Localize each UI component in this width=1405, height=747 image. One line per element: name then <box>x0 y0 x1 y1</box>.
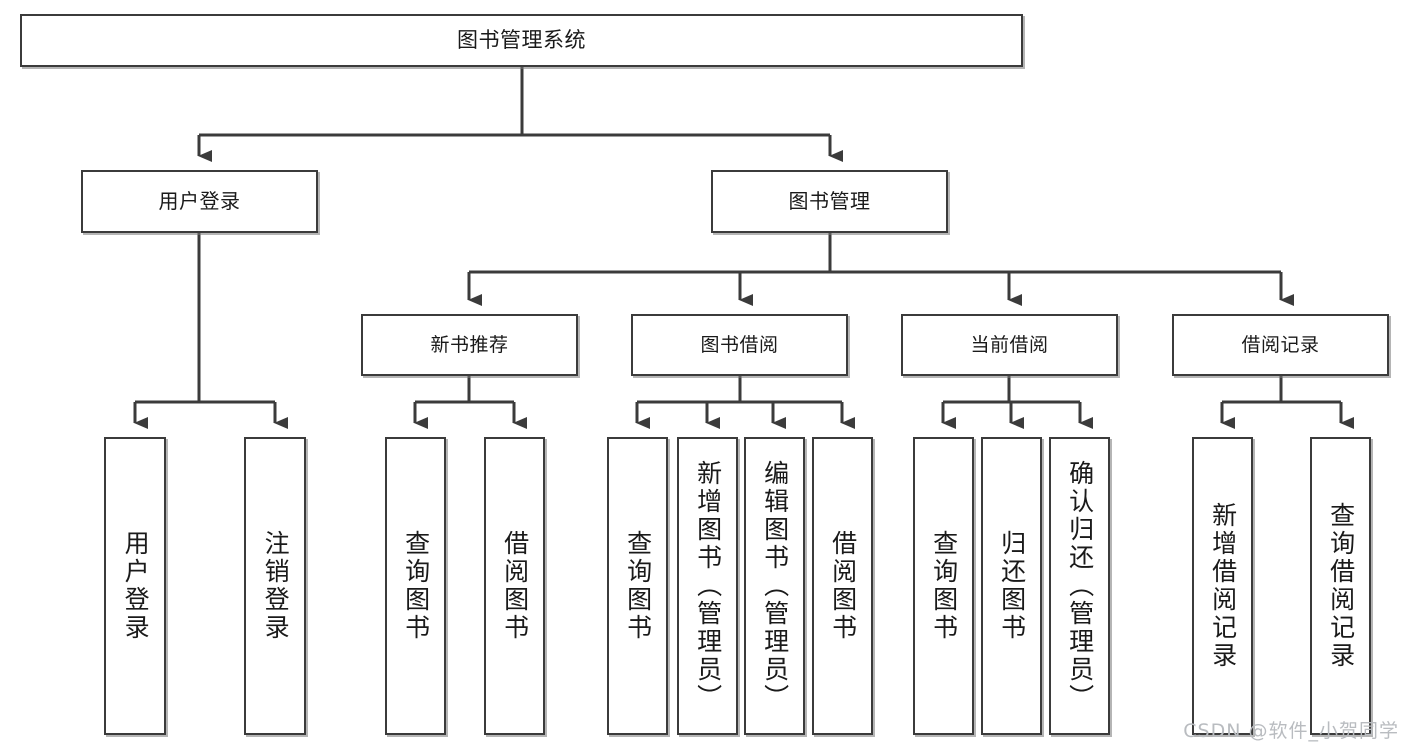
node-label: 查询借阅记录 <box>1326 502 1356 670</box>
node-label: 编辑图书（管理员） <box>760 460 790 712</box>
node-label: 用户登录 <box>121 530 151 642</box>
leaf-borrow-book[interactable]: 借阅图书 <box>812 437 873 735</box>
node-label: 借阅记录 <box>1241 333 1320 356</box>
node-root-system[interactable]: 图书管理系统 <box>20 14 1023 67</box>
node-label: 注销登录 <box>261 530 291 642</box>
node-book-borrowing[interactable]: 图书借阅 <box>631 314 848 376</box>
node-label: 查询图书 <box>623 530 653 642</box>
node-label: 当前借阅 <box>970 333 1049 356</box>
leaf-search-borrow-record[interactable]: 查询借阅记录 <box>1310 437 1371 735</box>
leaf-borrow-book-new[interactable]: 借阅图书 <box>484 437 545 735</box>
node-label: 新增图书（管理员） <box>693 460 723 712</box>
leaf-search-book-new[interactable]: 查询图书 <box>385 437 446 735</box>
node-label: 图书管理系统 <box>457 28 586 53</box>
leaf-return-book[interactable]: 归还图书 <box>981 437 1042 735</box>
csdn-watermark: CSDN @软件_小贺同学 <box>1183 720 1399 742</box>
leaf-search-book-borrow[interactable]: 查询图书 <box>607 437 668 735</box>
node-label: 归还图书 <box>997 530 1027 642</box>
node-book-management[interactable]: 图书管理 <box>711 170 948 233</box>
node-label: 确认归还（管理员） <box>1065 460 1095 712</box>
node-label: 新书推荐 <box>430 333 509 356</box>
node-label: 新增借阅记录 <box>1208 502 1238 670</box>
node-current-borrowing[interactable]: 当前借阅 <box>901 314 1118 376</box>
node-new-book-recommendation[interactable]: 新书推荐 <box>361 314 578 376</box>
leaf-logout[interactable]: 注销登录 <box>244 437 306 735</box>
node-label: 借阅图书 <box>500 530 530 642</box>
node-borrow-records[interactable]: 借阅记录 <box>1172 314 1389 376</box>
node-label: 图书管理 <box>788 188 871 213</box>
leaf-search-book-current[interactable]: 查询图书 <box>913 437 974 735</box>
leaf-add-book-admin[interactable]: 新增图书（管理员） <box>677 437 738 735</box>
leaf-user-login[interactable]: 用户登录 <box>104 437 166 735</box>
leaf-edit-book-admin[interactable]: 编辑图书（管理员） <box>744 437 805 735</box>
leaf-add-borrow-record[interactable]: 新增借阅记录 <box>1192 437 1253 735</box>
node-user-login[interactable]: 用户登录 <box>81 170 318 233</box>
leaf-confirm-return-admin[interactable]: 确认归还（管理员） <box>1049 437 1110 735</box>
node-label: 图书借阅 <box>700 333 779 356</box>
node-label: 借阅图书 <box>828 530 858 642</box>
node-label: 查询图书 <box>401 530 431 642</box>
node-label: 查询图书 <box>929 530 959 642</box>
node-label: 用户登录 <box>158 188 241 213</box>
